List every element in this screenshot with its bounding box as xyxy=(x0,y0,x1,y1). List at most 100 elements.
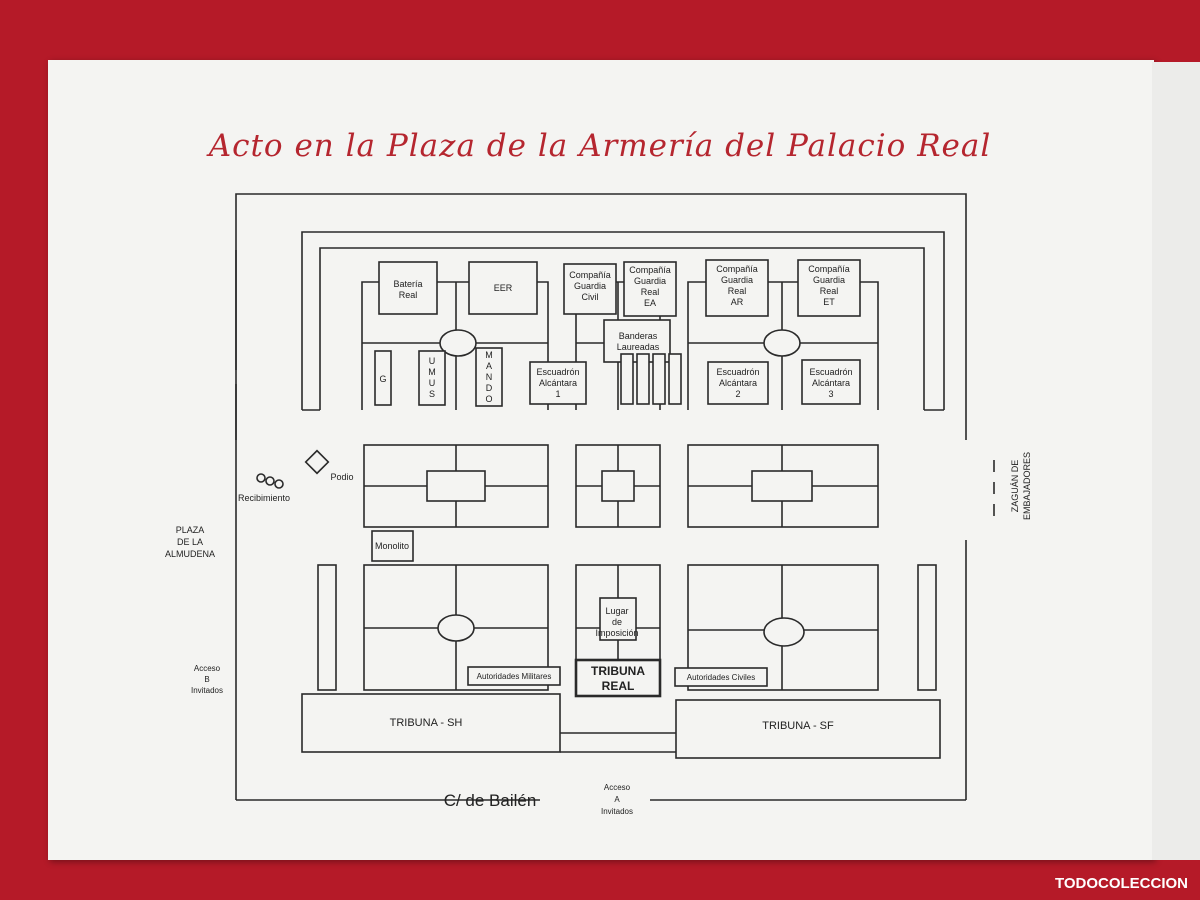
cgc-label-1: Compañía xyxy=(569,270,611,280)
cgrea-label-2: Guardia xyxy=(634,276,666,286)
mando-n: N xyxy=(486,372,493,382)
autoridades-militares-label: Autoridades Militares xyxy=(477,672,552,681)
podio-label: Podio xyxy=(330,472,353,482)
plaza-label-3: ALMUDENA xyxy=(165,549,215,559)
cgrea-label-1: Compañía xyxy=(629,265,671,275)
acceso-b-label-3: Invitados xyxy=(191,686,223,695)
zaguan-label-1: ZAGUÁN DE xyxy=(1010,460,1020,513)
guardia-civil-box xyxy=(563,263,617,315)
acceso-a-label-1: Acceso xyxy=(604,783,631,792)
esc3-label-3: 3 xyxy=(828,389,833,399)
esc2-label-2: Alcántara xyxy=(719,378,757,388)
cgrea-label-4: EA xyxy=(644,298,656,308)
cgc-label-3: Civil xyxy=(582,292,599,302)
escuadron-1-box xyxy=(529,361,587,405)
esc1-label-2: Alcántara xyxy=(539,378,577,388)
page-title: Acto en la Plaza de la Armería del Palac… xyxy=(208,128,992,164)
plaza-label-2: DE LA xyxy=(177,537,203,547)
lugar-label-1: Lugar xyxy=(605,606,628,616)
lugar-imposicion-box xyxy=(599,597,637,641)
upper-garden-right xyxy=(687,281,879,410)
umus-u1: U xyxy=(429,356,436,366)
cgrar-label-4: AR xyxy=(731,297,744,307)
escuadron-3-box xyxy=(801,359,861,405)
esc2-label-1: Escuadrón xyxy=(716,367,759,377)
banderas-label-2: Laureadas xyxy=(617,342,660,352)
guardia-real-et-box xyxy=(797,259,861,317)
acceso-b-label-2: B xyxy=(204,675,209,684)
mando-box xyxy=(475,347,503,407)
next-page-edge xyxy=(1152,62,1200,860)
esc1-label-1: Escuadrón xyxy=(536,367,579,377)
eer-box xyxy=(468,261,538,315)
tribuna-sh-box xyxy=(301,693,561,753)
bateria-label-2: Real xyxy=(399,290,418,300)
tribuna-sf-label: TRIBUNA - SF xyxy=(762,720,834,732)
autoridades-militares-box xyxy=(467,666,561,686)
esc2-label-3: 2 xyxy=(735,389,740,399)
upper-garden-left xyxy=(361,281,549,410)
monolito-label: Monolito xyxy=(375,541,409,551)
podio-marker xyxy=(304,449,330,475)
street-label: C/ de Bailén xyxy=(444,791,537,810)
watermark: TODOCOLECCION xyxy=(1054,875,1188,892)
bateria-label-1: Batería xyxy=(393,279,422,289)
mando-m: M xyxy=(485,350,493,360)
esc3-label-1: Escuadrón xyxy=(809,367,852,377)
lugar-label-3: Imposición xyxy=(595,628,638,638)
g-label: G xyxy=(379,374,386,384)
acceso-a-label-2: A xyxy=(614,795,620,804)
acceso-a-label-3: Invitados xyxy=(601,807,633,816)
cgrar-label-3: Real xyxy=(728,286,747,296)
tribuna-real-label-2: REAL xyxy=(602,679,635,693)
cgc-label-2: Guardia xyxy=(574,281,606,291)
escuadron-2-box xyxy=(707,361,769,405)
autoridades-civiles-box xyxy=(674,667,768,687)
tribuna-sh-label: TRIBUNA - SH xyxy=(390,717,463,729)
lower-garden-left xyxy=(363,564,549,691)
eer-label: EER xyxy=(494,283,513,293)
recibimiento-label: Recibimiento xyxy=(238,493,290,503)
middle-garden-left xyxy=(363,444,549,528)
cgrea-label-3: Real xyxy=(641,287,660,297)
mando-a: A xyxy=(486,361,492,371)
cgret-label-3: Real xyxy=(820,286,839,296)
g-box xyxy=(374,350,392,406)
lugar-label-2: de xyxy=(612,617,622,627)
umus-s: S xyxy=(429,389,435,399)
outer-wall xyxy=(235,193,967,800)
cgrar-label-2: Guardia xyxy=(721,275,753,285)
banderas-label-1: Banderas xyxy=(619,331,658,341)
cgret-label-2: Guardia xyxy=(813,275,845,285)
recibimiento-marker xyxy=(256,473,266,483)
guardia-real-ar-box xyxy=(705,259,769,317)
umus-box xyxy=(418,350,446,406)
umus-m: M xyxy=(428,367,436,377)
tribuna-real-box xyxy=(574,658,662,698)
bateria-real-box xyxy=(378,261,438,315)
tribuna-real-label-1: TRIBUNA xyxy=(591,664,645,678)
colonnade-left xyxy=(317,564,337,691)
middle-garden-center xyxy=(575,444,661,528)
mando-d: D xyxy=(486,383,493,393)
esc3-label-2: Alcántara xyxy=(812,378,850,388)
colonnade-right xyxy=(917,564,937,691)
lower-garden-right xyxy=(687,564,879,691)
mando-o: O xyxy=(485,394,492,404)
tribuna-sf-box xyxy=(675,699,941,759)
esc1-label-3: 1 xyxy=(555,389,560,399)
middle-garden-right xyxy=(687,444,879,528)
monolito-box xyxy=(371,530,414,562)
umus-u2: U xyxy=(429,378,436,388)
colonnade-top xyxy=(301,231,945,410)
cgret-label-1: Compañía xyxy=(808,264,850,274)
plaza-label-1: PLAZA xyxy=(176,525,205,535)
zaguan-label-2: EMBAJADORES xyxy=(1022,452,1032,520)
cgrar-label-1: Compañía xyxy=(716,264,758,274)
guardia-real-ea-box xyxy=(623,261,677,317)
cgret-label-4: ET xyxy=(823,297,835,307)
banderas-flags xyxy=(620,353,682,405)
autoridades-civiles-label: Autoridades Civiles xyxy=(687,673,755,682)
acceso-b-label-1: Acceso xyxy=(194,664,221,673)
